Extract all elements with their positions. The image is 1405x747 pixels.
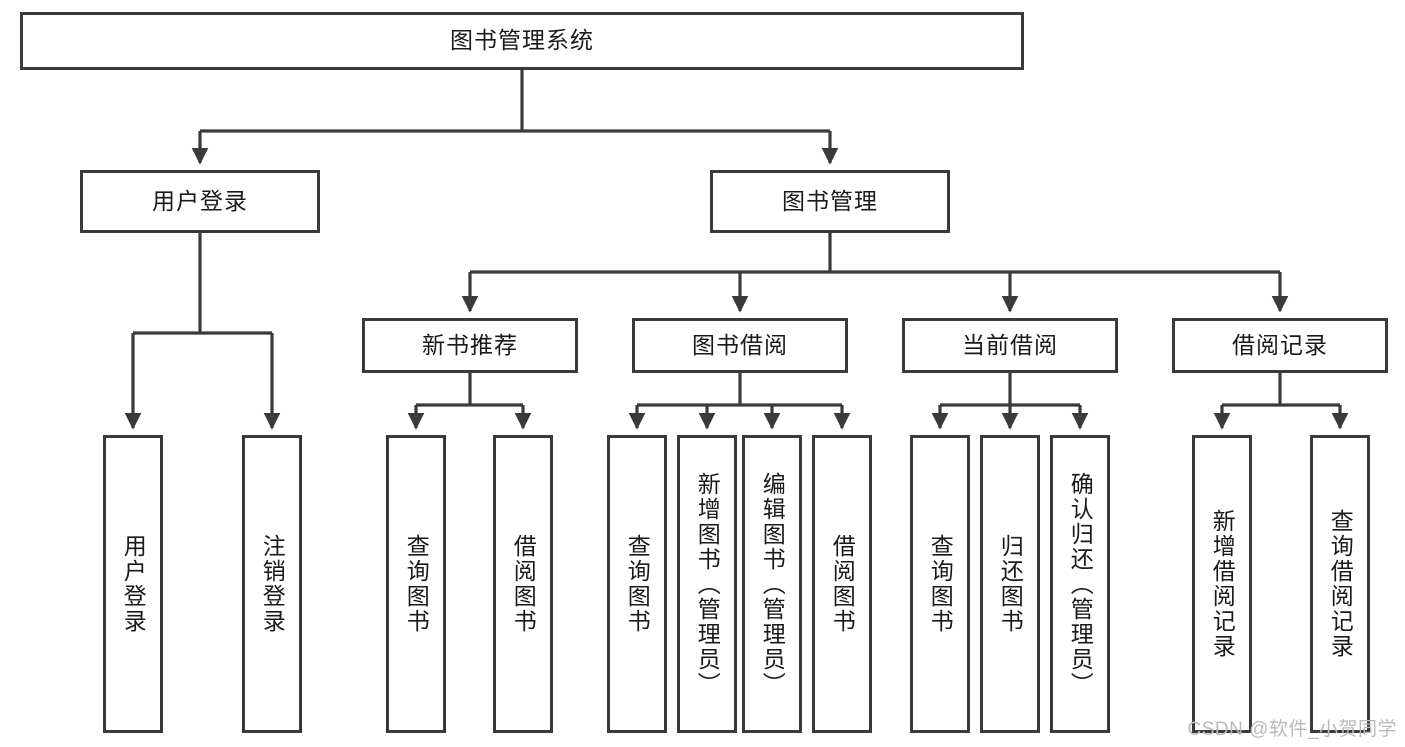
- leaf-query-book-recommend[interactable]: 查询图书: [386, 435, 446, 733]
- node-new-book-recommend[interactable]: 新书推荐: [362, 318, 578, 373]
- leaf-borrow-book-recommend[interactable]: 借阅图书: [493, 435, 553, 733]
- leaf-label: 借阅图书: [510, 534, 537, 634]
- leaf-label: 确认归还（管理员）: [1067, 471, 1094, 697]
- leaf-add-book-admin[interactable]: 新增图书（管理员）: [677, 435, 737, 733]
- leaf-label: 注销登录: [259, 534, 286, 634]
- leaf-label: 用户登录: [120, 534, 147, 634]
- leaf-user-login[interactable]: 用户登录: [103, 435, 163, 733]
- node-borrow-record[interactable]: 借阅记录: [1172, 318, 1388, 373]
- node-user-login[interactable]: 用户登录: [80, 170, 320, 233]
- leaf-label: 借阅图书: [829, 534, 856, 634]
- node-current-borrow[interactable]: 当前借阅: [902, 318, 1118, 373]
- node-book-borrow[interactable]: 图书借阅: [632, 318, 848, 373]
- leaf-label: 新增借阅记录: [1209, 509, 1236, 659]
- leaf-query-book-current[interactable]: 查询图书: [910, 435, 970, 733]
- leaf-query-book-borrow[interactable]: 查询图书: [607, 435, 667, 733]
- leaf-label: 编辑图书（管理员）: [759, 471, 786, 697]
- leaf-confirm-return-admin[interactable]: 确认归还（管理员）: [1050, 435, 1110, 733]
- leaf-label: 查询图书: [403, 534, 430, 634]
- leaf-label: 新增图书（管理员）: [694, 471, 721, 697]
- leaf-logout[interactable]: 注销登录: [242, 435, 302, 733]
- leaf-borrow-book[interactable]: 借阅图书: [812, 435, 872, 733]
- leaf-label: 查询图书: [624, 534, 651, 634]
- leaf-edit-book-admin[interactable]: 编辑图书（管理员）: [742, 435, 802, 733]
- leaf-add-borrow-record[interactable]: 新增借阅记录: [1192, 435, 1252, 733]
- leaf-query-borrow-record[interactable]: 查询借阅记录: [1310, 435, 1370, 733]
- leaf-label: 归还图书: [997, 534, 1024, 634]
- watermark-text: CSDN @软件_小贺同学: [1187, 719, 1397, 740]
- leaf-label: 查询借阅记录: [1327, 509, 1354, 659]
- leaf-label: 查询图书: [927, 534, 954, 634]
- leaf-return-book[interactable]: 归还图书: [980, 435, 1040, 733]
- node-root-system[interactable]: 图书管理系统: [20, 12, 1024, 70]
- node-book-management[interactable]: 图书管理: [710, 170, 950, 233]
